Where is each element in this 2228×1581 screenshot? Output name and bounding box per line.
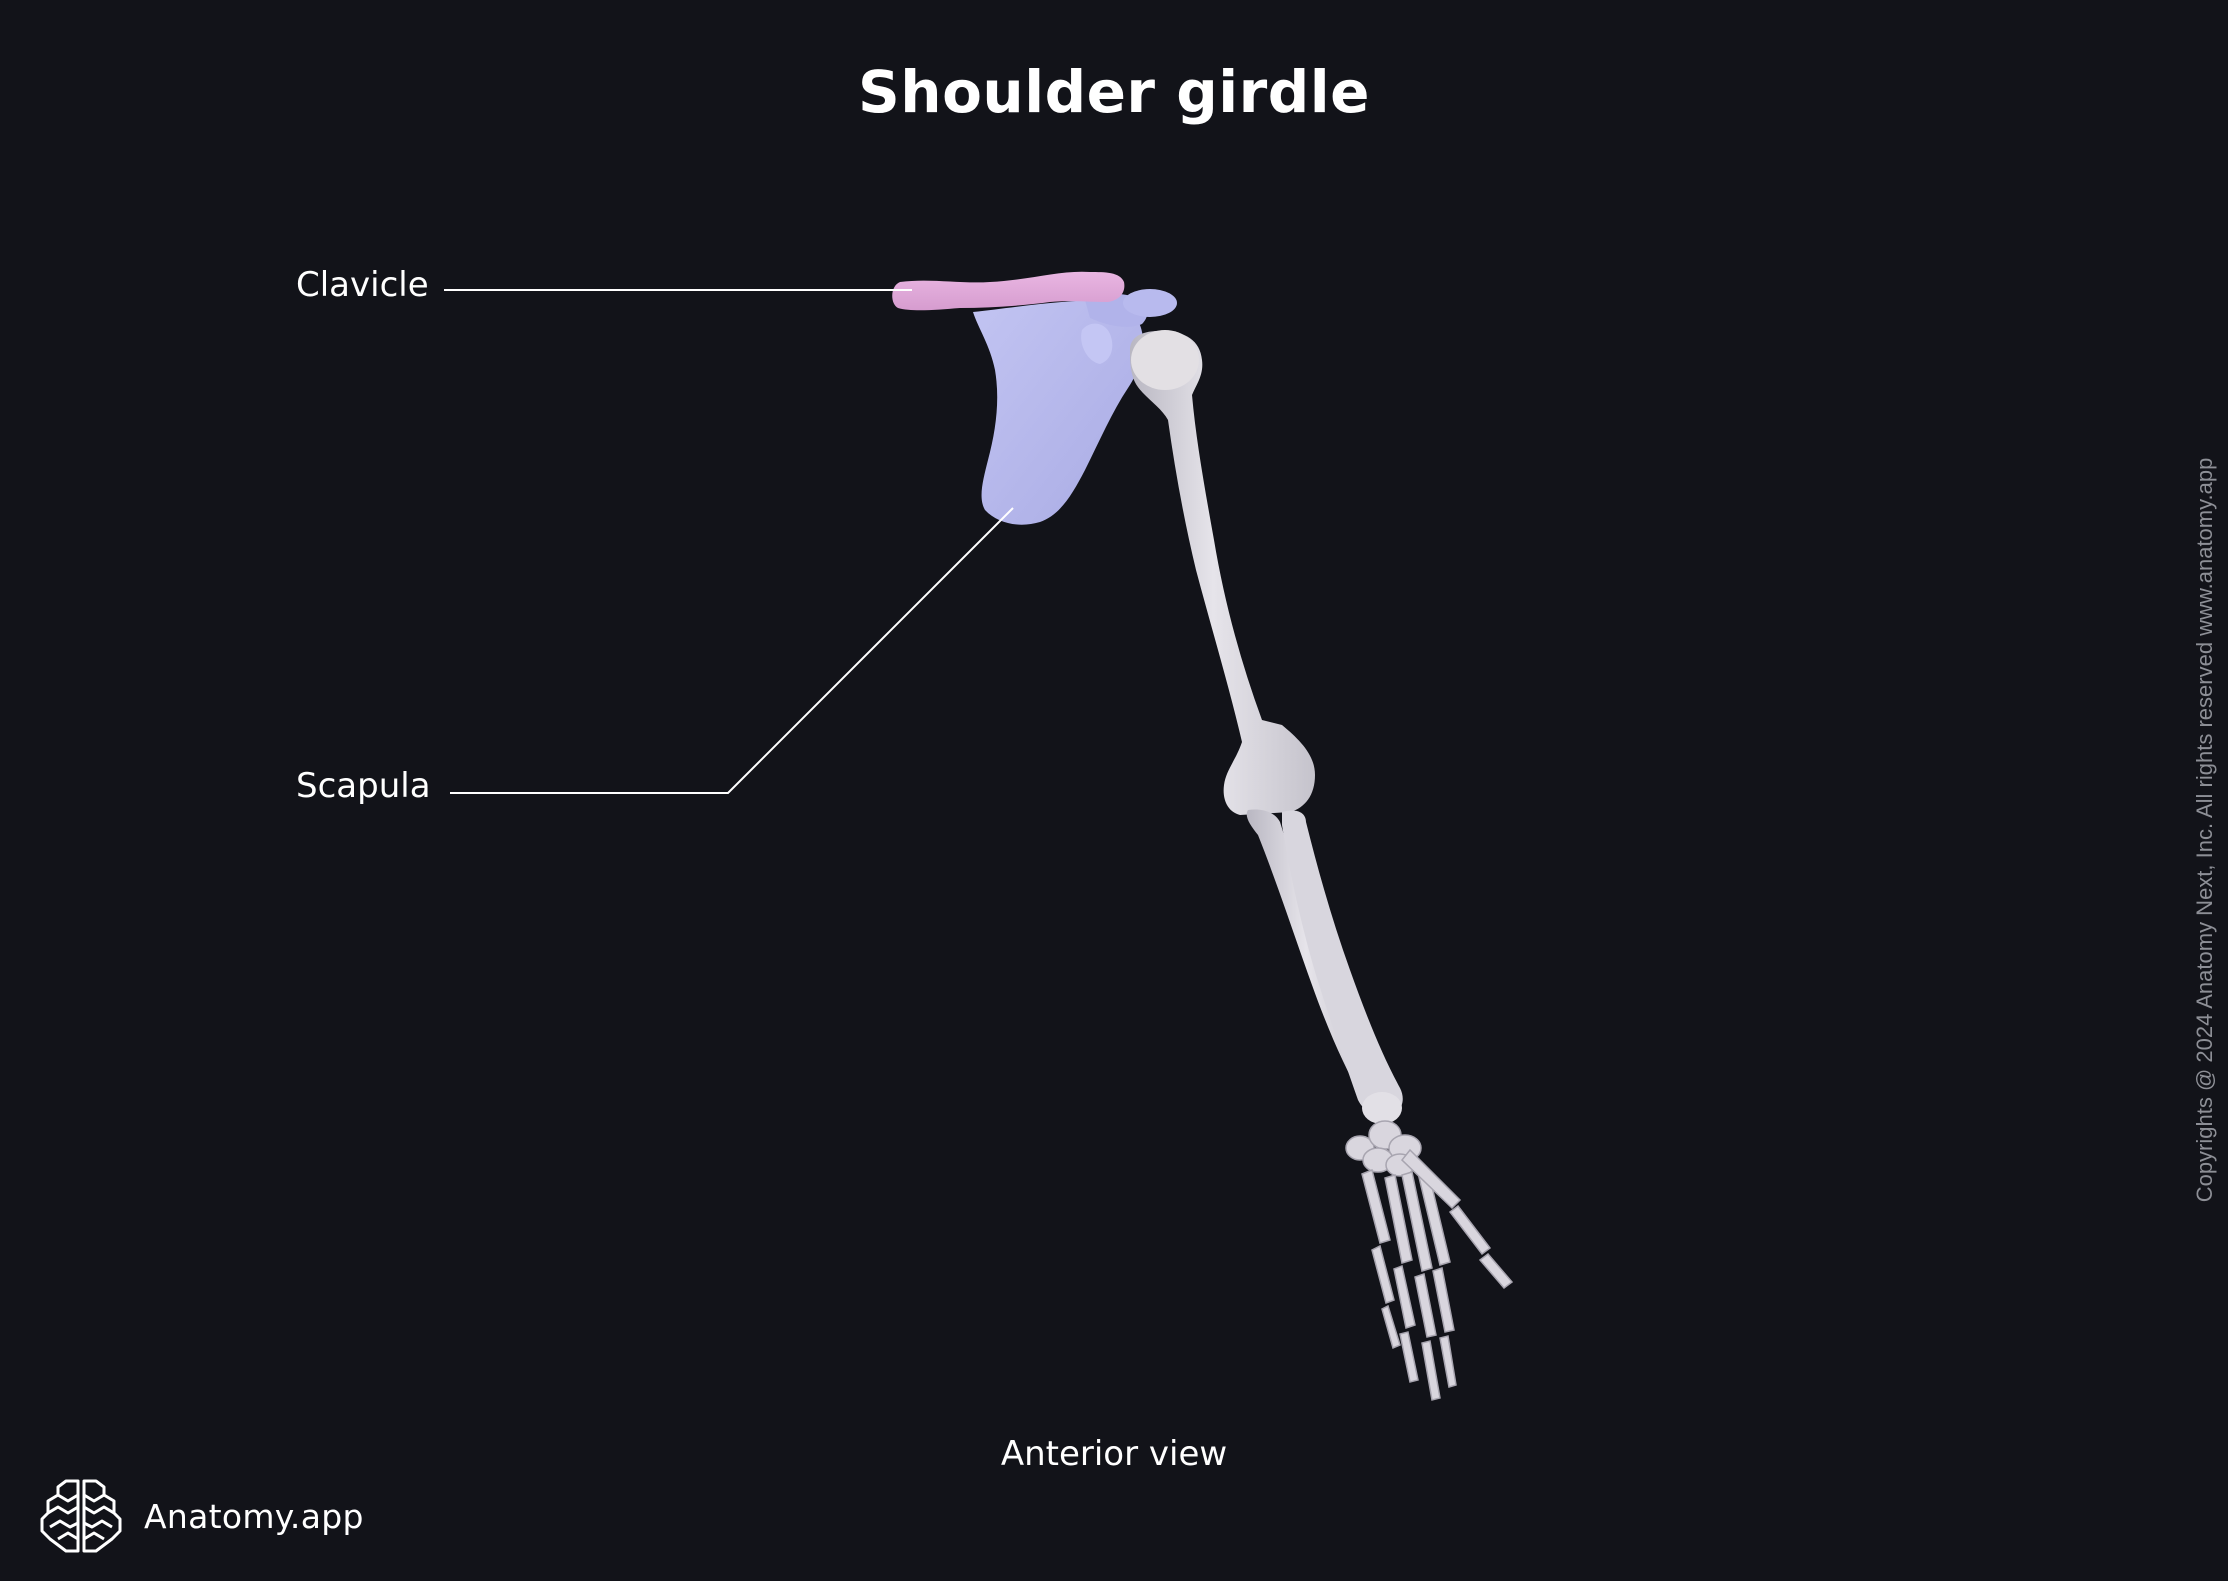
brand-logo: Anatomy.app bbox=[40, 1476, 364, 1556]
scapula-bone bbox=[973, 289, 1177, 525]
label-scapula: Scapula bbox=[296, 766, 431, 806]
view-label: Anterior view bbox=[1000, 1434, 1228, 1474]
label-clavicle: Clavicle bbox=[296, 265, 429, 305]
clavicle-bone bbox=[892, 271, 1125, 311]
copyright-text: Copyrights @ 2024 Anatomy Next, Inc. All… bbox=[2192, 457, 2217, 1203]
humerus-bone bbox=[1130, 330, 1315, 815]
brand-name: Anatomy.app bbox=[144, 1496, 364, 1536]
forearm-bones bbox=[1246, 809, 1403, 1124]
scapula-leader-line bbox=[450, 507, 1014, 794]
brain-icon bbox=[40, 1479, 122, 1553]
figure-title: Shoulder girdle bbox=[858, 58, 1370, 126]
hand-bones bbox=[1345, 1120, 1514, 1401]
